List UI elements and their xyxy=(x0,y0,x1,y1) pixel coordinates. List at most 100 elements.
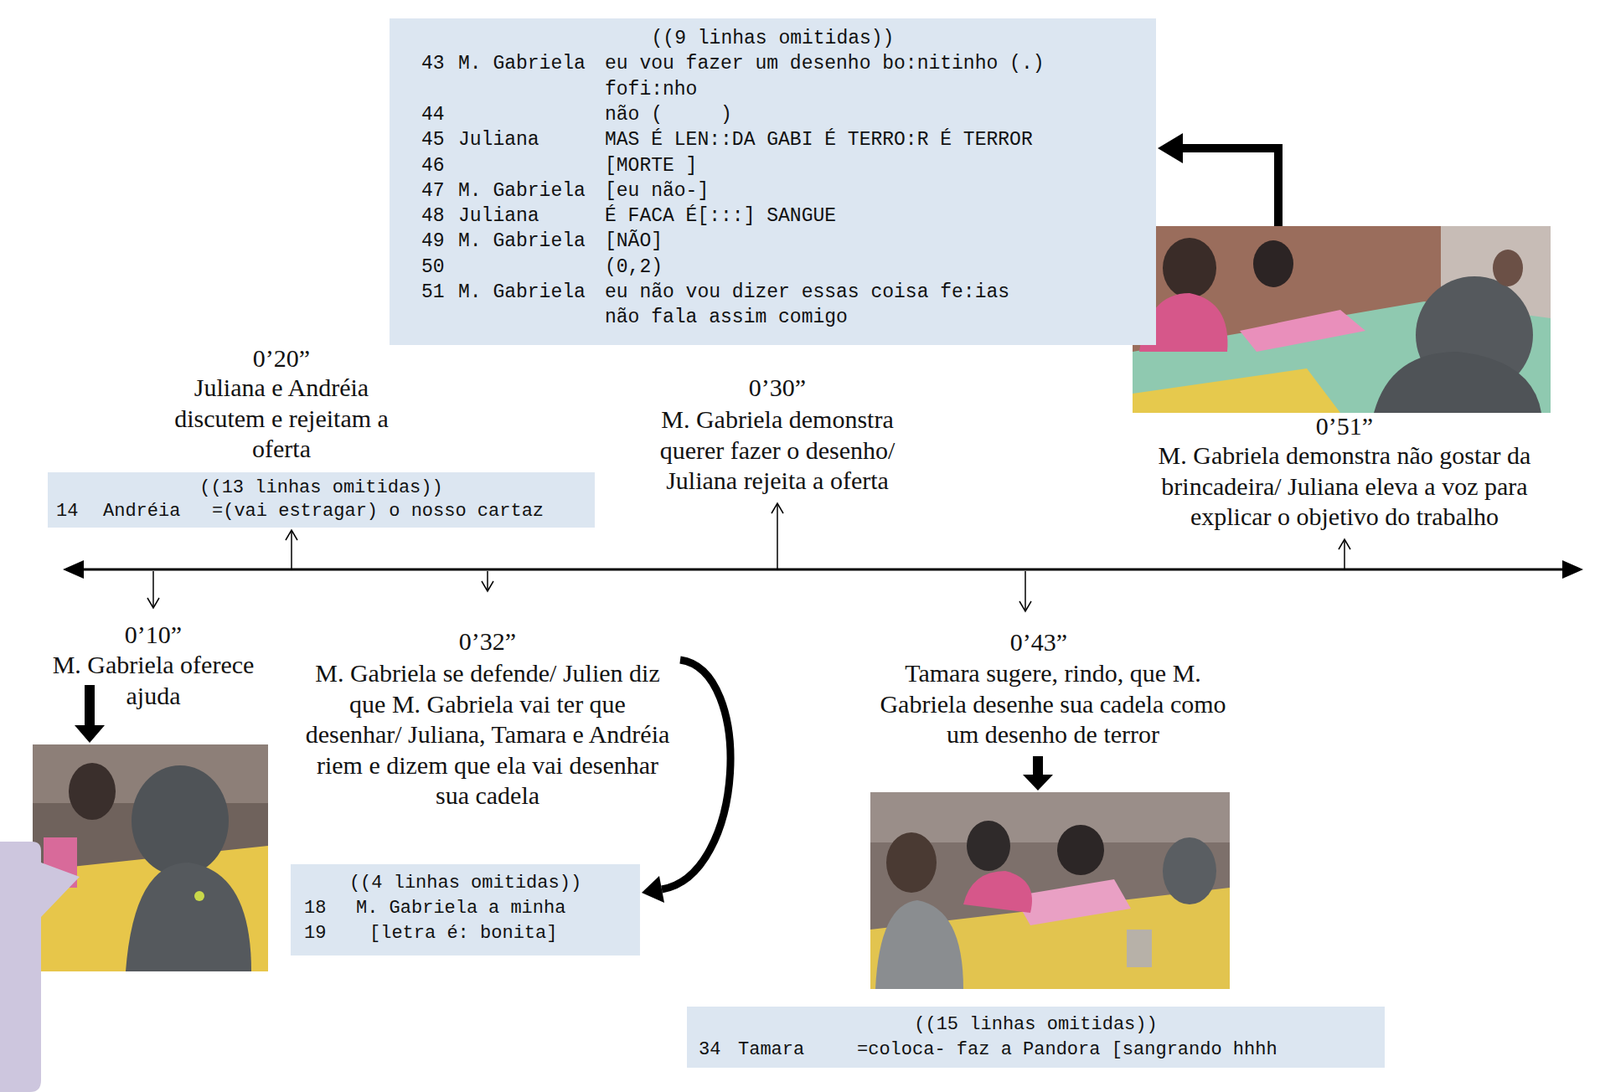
transcript-box: ((4 linhas omitidas))18 M. Gabriela a minh… xyxy=(290,864,640,956)
photo-paper xyxy=(1239,309,1366,352)
speaker-name: M. Gabriela xyxy=(356,897,478,921)
omission-note: ((13 linhas omitidas)) xyxy=(47,476,595,500)
photo-person xyxy=(1253,240,1294,288)
photo-person xyxy=(131,765,229,877)
tick-arrow xyxy=(290,530,293,570)
tick-arrow xyxy=(152,571,155,609)
utterance: eu não vou dizer essas coisa fe:ias xyxy=(604,279,1010,305)
arrow-head xyxy=(1019,601,1032,612)
transcript-box: ((9 linhas omitidas))43 M. Gabriela eu vou… xyxy=(389,18,1157,346)
line-number: 47 xyxy=(421,178,445,204)
block-arrow xyxy=(1022,756,1053,791)
arrow-head xyxy=(147,598,160,609)
photo xyxy=(1132,226,1551,413)
photo-person xyxy=(68,763,116,821)
photo-person xyxy=(1057,825,1105,876)
line-number: 50 xyxy=(421,254,445,280)
arrow-head xyxy=(1562,560,1584,579)
photo-table xyxy=(1132,368,1341,413)
line-number: 51 xyxy=(421,279,445,305)
utterance: =(vai estragar) o nosso cartaz xyxy=(211,500,544,523)
speaker-name: Juliana xyxy=(458,203,540,229)
line-number: 44 xyxy=(421,102,445,128)
speaker-name: Andréia xyxy=(103,500,181,523)
utterance: [MORTE ] xyxy=(604,153,697,179)
speaker-name: M. Gabriela xyxy=(458,178,586,204)
arrow-head xyxy=(481,581,494,592)
line-number: 18 xyxy=(304,897,326,921)
utterance: [letra é: bonita] xyxy=(369,922,558,946)
photo-person xyxy=(1492,249,1523,287)
photo xyxy=(32,744,269,972)
photo-person xyxy=(963,871,1033,914)
event-note: M. Gabriela demonstra querer fazer o des… xyxy=(639,404,916,497)
utterance: É FACA É[:::] SANGUE xyxy=(604,203,837,229)
photo-person xyxy=(1162,837,1217,905)
event-note: M. Gabriela se defende/ Julien diz que M… xyxy=(303,658,672,812)
photo-person xyxy=(966,820,1011,872)
line-number: 46 xyxy=(421,153,445,179)
arrow-head xyxy=(771,503,784,514)
omission-note: ((4 linhas omitidas)) xyxy=(290,872,640,896)
line-number: 49 xyxy=(421,228,445,254)
photo-detail xyxy=(194,891,205,902)
speech-bubble xyxy=(0,841,80,1092)
time-label: 0’10” xyxy=(94,619,212,651)
line-number: 19 xyxy=(304,922,326,946)
photo-detail xyxy=(1126,929,1152,968)
speaker-name: M. Gabriela xyxy=(458,279,586,305)
utterance: [NÃO] xyxy=(604,228,663,254)
utterance: MAS É LEN::DA GABI É TERRO:R É TERROR xyxy=(604,127,1033,153)
photo-wall xyxy=(870,792,1230,843)
photo-ground xyxy=(870,792,1230,990)
arrow-head xyxy=(641,876,665,904)
utterance: a minha xyxy=(488,897,566,921)
speaker-name: M. Gabriela xyxy=(458,51,586,77)
line-number: 34 xyxy=(698,1038,721,1063)
tick-arrow xyxy=(1343,539,1346,570)
photo-person xyxy=(1373,351,1542,413)
event-note: M. Gabriela oferece ajuda xyxy=(42,650,265,712)
event-note: Juliana e Andréia discutem e rejeitam a … xyxy=(155,372,408,465)
arrow-head xyxy=(285,530,298,541)
speaker-name: Tamara xyxy=(738,1038,805,1063)
event-note: M. Gabriela demonstra não gostar da brin… xyxy=(1139,440,1550,533)
utterance: (0,2) xyxy=(604,254,663,280)
utterance: [eu não-] xyxy=(604,178,709,204)
time-label: 0’51” xyxy=(1285,411,1404,443)
photo-person xyxy=(886,832,937,893)
speaker-name: Juliana xyxy=(458,127,540,153)
elbow-arrow xyxy=(1181,148,1279,227)
photo xyxy=(870,792,1230,990)
tick-arrow xyxy=(486,571,489,592)
photo-person xyxy=(875,900,964,990)
utterance: não ( ) xyxy=(604,102,733,128)
line-number: 43 xyxy=(421,51,445,77)
time-label: 0’30” xyxy=(718,372,837,404)
line-number: 48 xyxy=(421,203,445,229)
transcript-box: ((15 linhas omitidas))34Tamara=coloca- f… xyxy=(686,1006,1385,1069)
speaker-name: M. Gabriela xyxy=(458,228,586,254)
arrow-head xyxy=(1157,133,1183,164)
transcript-box: ((13 linhas omitidas))14 Andréia =(vai est… xyxy=(47,472,595,528)
time-label: 0’32” xyxy=(428,626,547,658)
block-arrow xyxy=(74,685,105,744)
omission-note: ((15 linhas omitidas)) xyxy=(686,1013,1385,1038)
curved-arrow xyxy=(661,660,731,890)
tick-arrow xyxy=(776,503,779,570)
omission-note: ((9 linhas omitidas)) xyxy=(389,25,1157,52)
event-note: Tamara sugere, rindo, que M. Gabriela de… xyxy=(868,658,1238,751)
line-number: 14 xyxy=(56,500,78,523)
timeline-axis xyxy=(79,568,1567,572)
photo-ground xyxy=(32,744,269,972)
utterance: fofi:nho xyxy=(604,77,697,103)
photo-person xyxy=(125,862,252,972)
tick-arrow xyxy=(1024,571,1027,612)
utterance: eu vou fazer um desenho bo:nitinho (.) xyxy=(604,51,1045,77)
time-label: 0’43” xyxy=(980,627,1098,659)
line-number: 45 xyxy=(421,127,445,153)
photo-person xyxy=(1162,237,1217,299)
arrow-head xyxy=(1338,539,1351,550)
photo-ground xyxy=(1132,226,1551,413)
